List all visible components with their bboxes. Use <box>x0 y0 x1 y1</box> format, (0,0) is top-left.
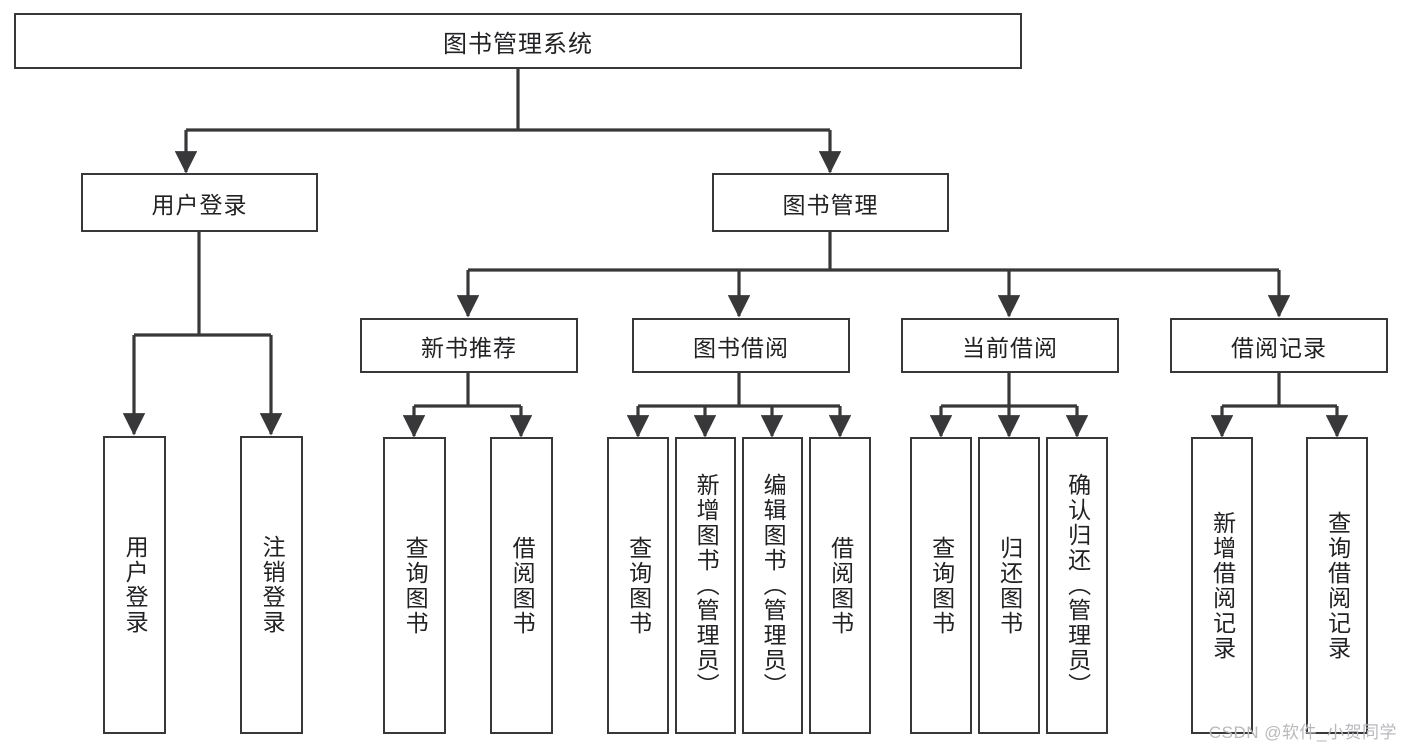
leaf-label: 编辑图书（管理员） <box>760 473 787 698</box>
node-book-manage[interactable]: 图书管理 <box>712 173 949 232</box>
node-leaf-borrow-book-1[interactable]: 借阅图书 <box>490 437 553 734</box>
leaf-label: 新增借阅记录 <box>1209 510 1236 661</box>
node-leaf-user-login[interactable]: 用户登录 <box>103 436 166 734</box>
node-leaf-query-book-2[interactable]: 查询图书 <box>607 437 669 734</box>
node-leaf-edit-book[interactable]: 编辑图书（管理员） <box>742 437 803 734</box>
leaf-label: 新增图书（管理员） <box>693 473 720 698</box>
leaf-label: 确认归还（管理员） <box>1064 473 1091 698</box>
node-leaf-return-book[interactable]: 归还图书 <box>978 437 1040 734</box>
leaf-label: 查询借阅记录 <box>1324 510 1351 661</box>
node-leaf-query-book-1[interactable]: 查询图书 <box>383 437 446 734</box>
node-current-borrow[interactable]: 当前借阅 <box>901 318 1119 373</box>
node-book-borrow[interactable]: 图书借阅 <box>632 318 850 373</box>
node-leaf-add-book[interactable]: 新增图书（管理员） <box>675 437 736 734</box>
leaf-label: 注销登录 <box>259 535 286 635</box>
leaf-label: 查询图书 <box>928 535 955 636</box>
leaf-label: 归还图书 <box>996 535 1023 636</box>
watermark-text: CSDN @软件_小贺同学 <box>1208 723 1397 742</box>
node-leaf-borrow-book-2[interactable]: 借阅图书 <box>809 437 871 734</box>
leaf-label: 查询图书 <box>625 535 652 636</box>
leaf-label: 借阅图书 <box>509 535 536 636</box>
node-root[interactable]: 图书管理系统 <box>14 13 1022 69</box>
node-user-login[interactable]: 用户登录 <box>81 173 318 232</box>
node-borrow-record[interactable]: 借阅记录 <box>1170 318 1388 373</box>
node-leaf-add-record[interactable]: 新增借阅记录 <box>1191 437 1253 734</box>
node-leaf-logout-login[interactable]: 注销登录 <box>240 436 303 734</box>
node-leaf-query-record[interactable]: 查询借阅记录 <box>1306 437 1368 734</box>
leaf-label: 用户登录 <box>122 535 149 635</box>
node-leaf-query-book-3[interactable]: 查询图书 <box>910 437 972 734</box>
leaf-label: 借阅图书 <box>827 535 854 636</box>
node-new-book-recommend[interactable]: 新书推荐 <box>360 318 578 373</box>
node-leaf-confirm-return[interactable]: 确认归还（管理员） <box>1046 437 1108 734</box>
leaf-label: 查询图书 <box>402 535 429 636</box>
